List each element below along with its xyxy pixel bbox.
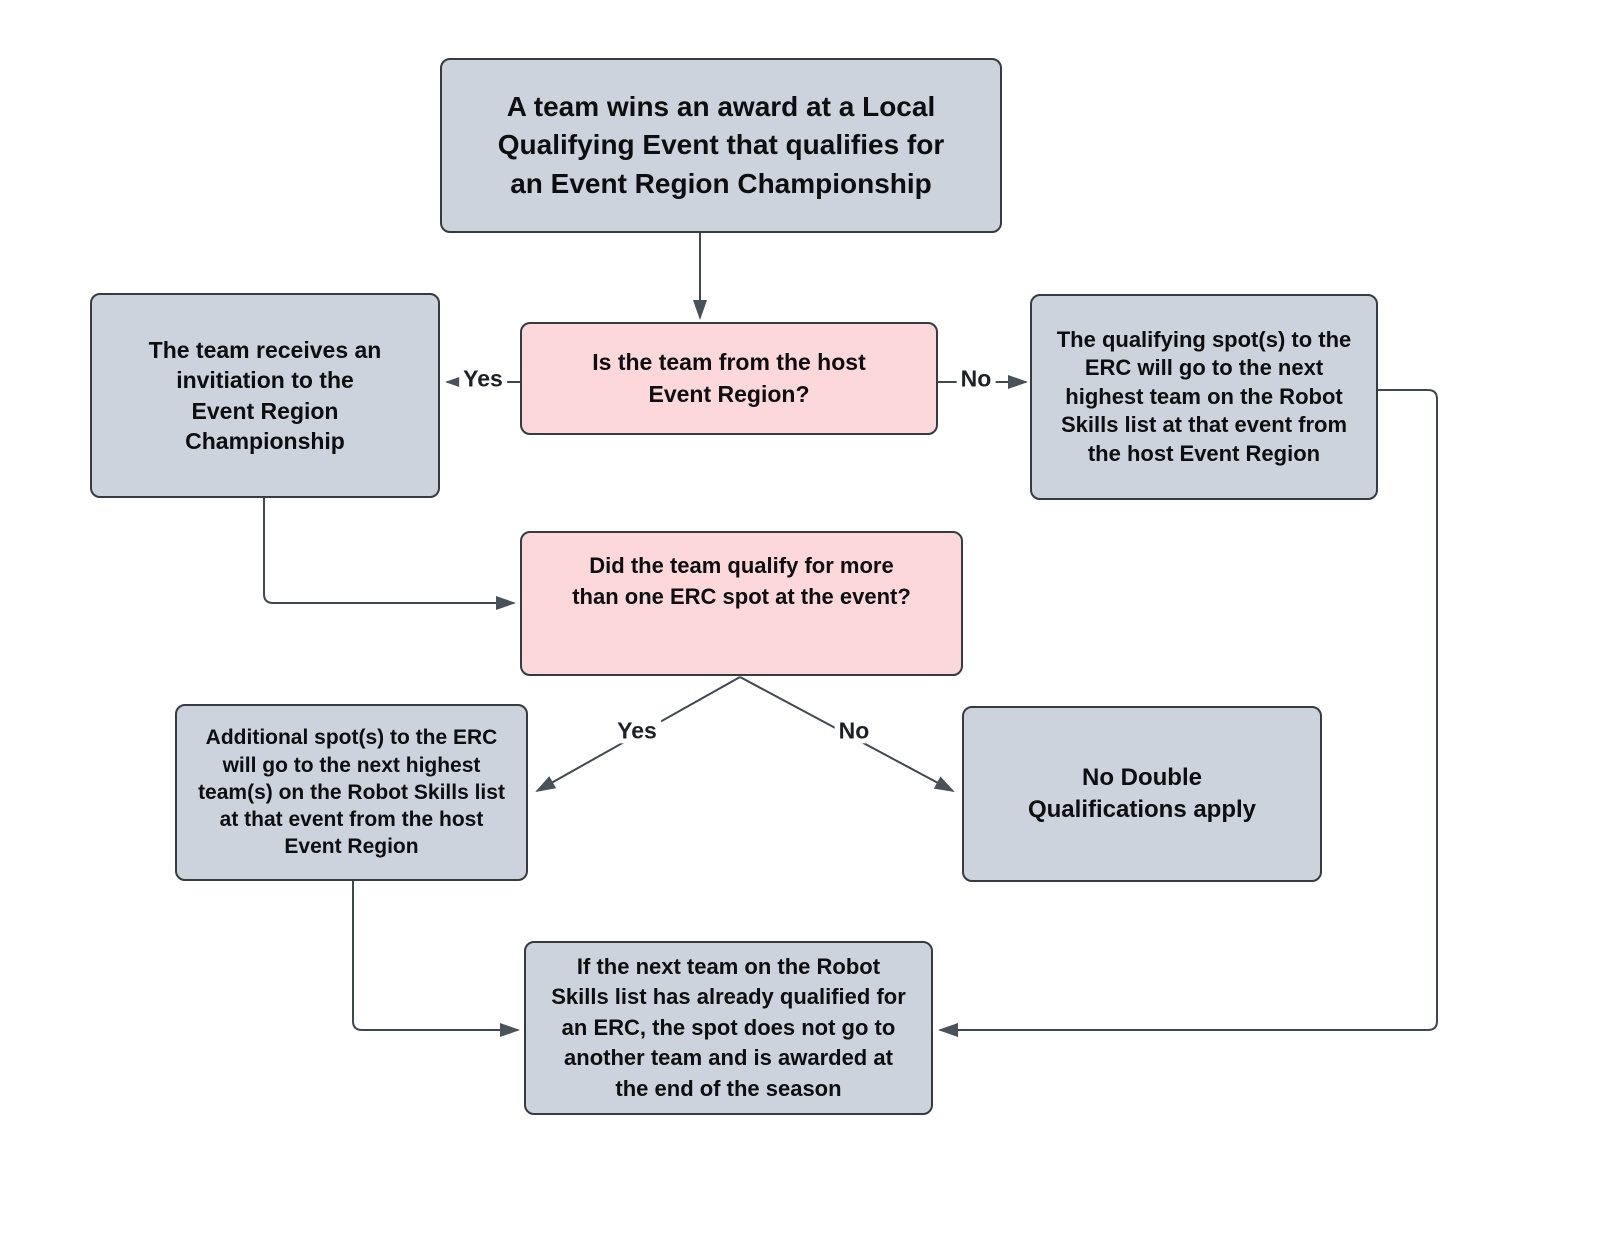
edge-additional-to-season-award <box>352 881 520 1037</box>
node-additional-spots: Additional spot(s) to the ERC will go to… <box>175 704 528 881</box>
edge-label-no-2: No <box>834 718 874 744</box>
node-decision-host-region: Is the team from the host Event Region? <box>520 322 938 435</box>
edge-label-yes-1: Yes <box>459 366 507 392</box>
node-no-double-qualifications: No Double Qualifications apply <box>962 706 1322 882</box>
edge-qualifying-to-season-award <box>938 389 1438 1037</box>
node-season-award: If the next team on the Robot Skills lis… <box>524 941 933 1115</box>
node-qualifying-spots: The qualifying spot(s) to the ERC will g… <box>1030 294 1378 500</box>
edge-label-yes-2: Yes <box>613 718 661 744</box>
node-decision-more-spots: Did the team qualify for more than one E… <box>520 531 963 676</box>
node-start: A team wins an award at a Local Qualifyi… <box>440 58 1002 233</box>
edge-invitation-to-more-spots-decision <box>263 498 516 610</box>
node-invitation: The team receives an invitiation to the … <box>90 293 440 498</box>
edge-label-no-1: No <box>956 366 996 392</box>
